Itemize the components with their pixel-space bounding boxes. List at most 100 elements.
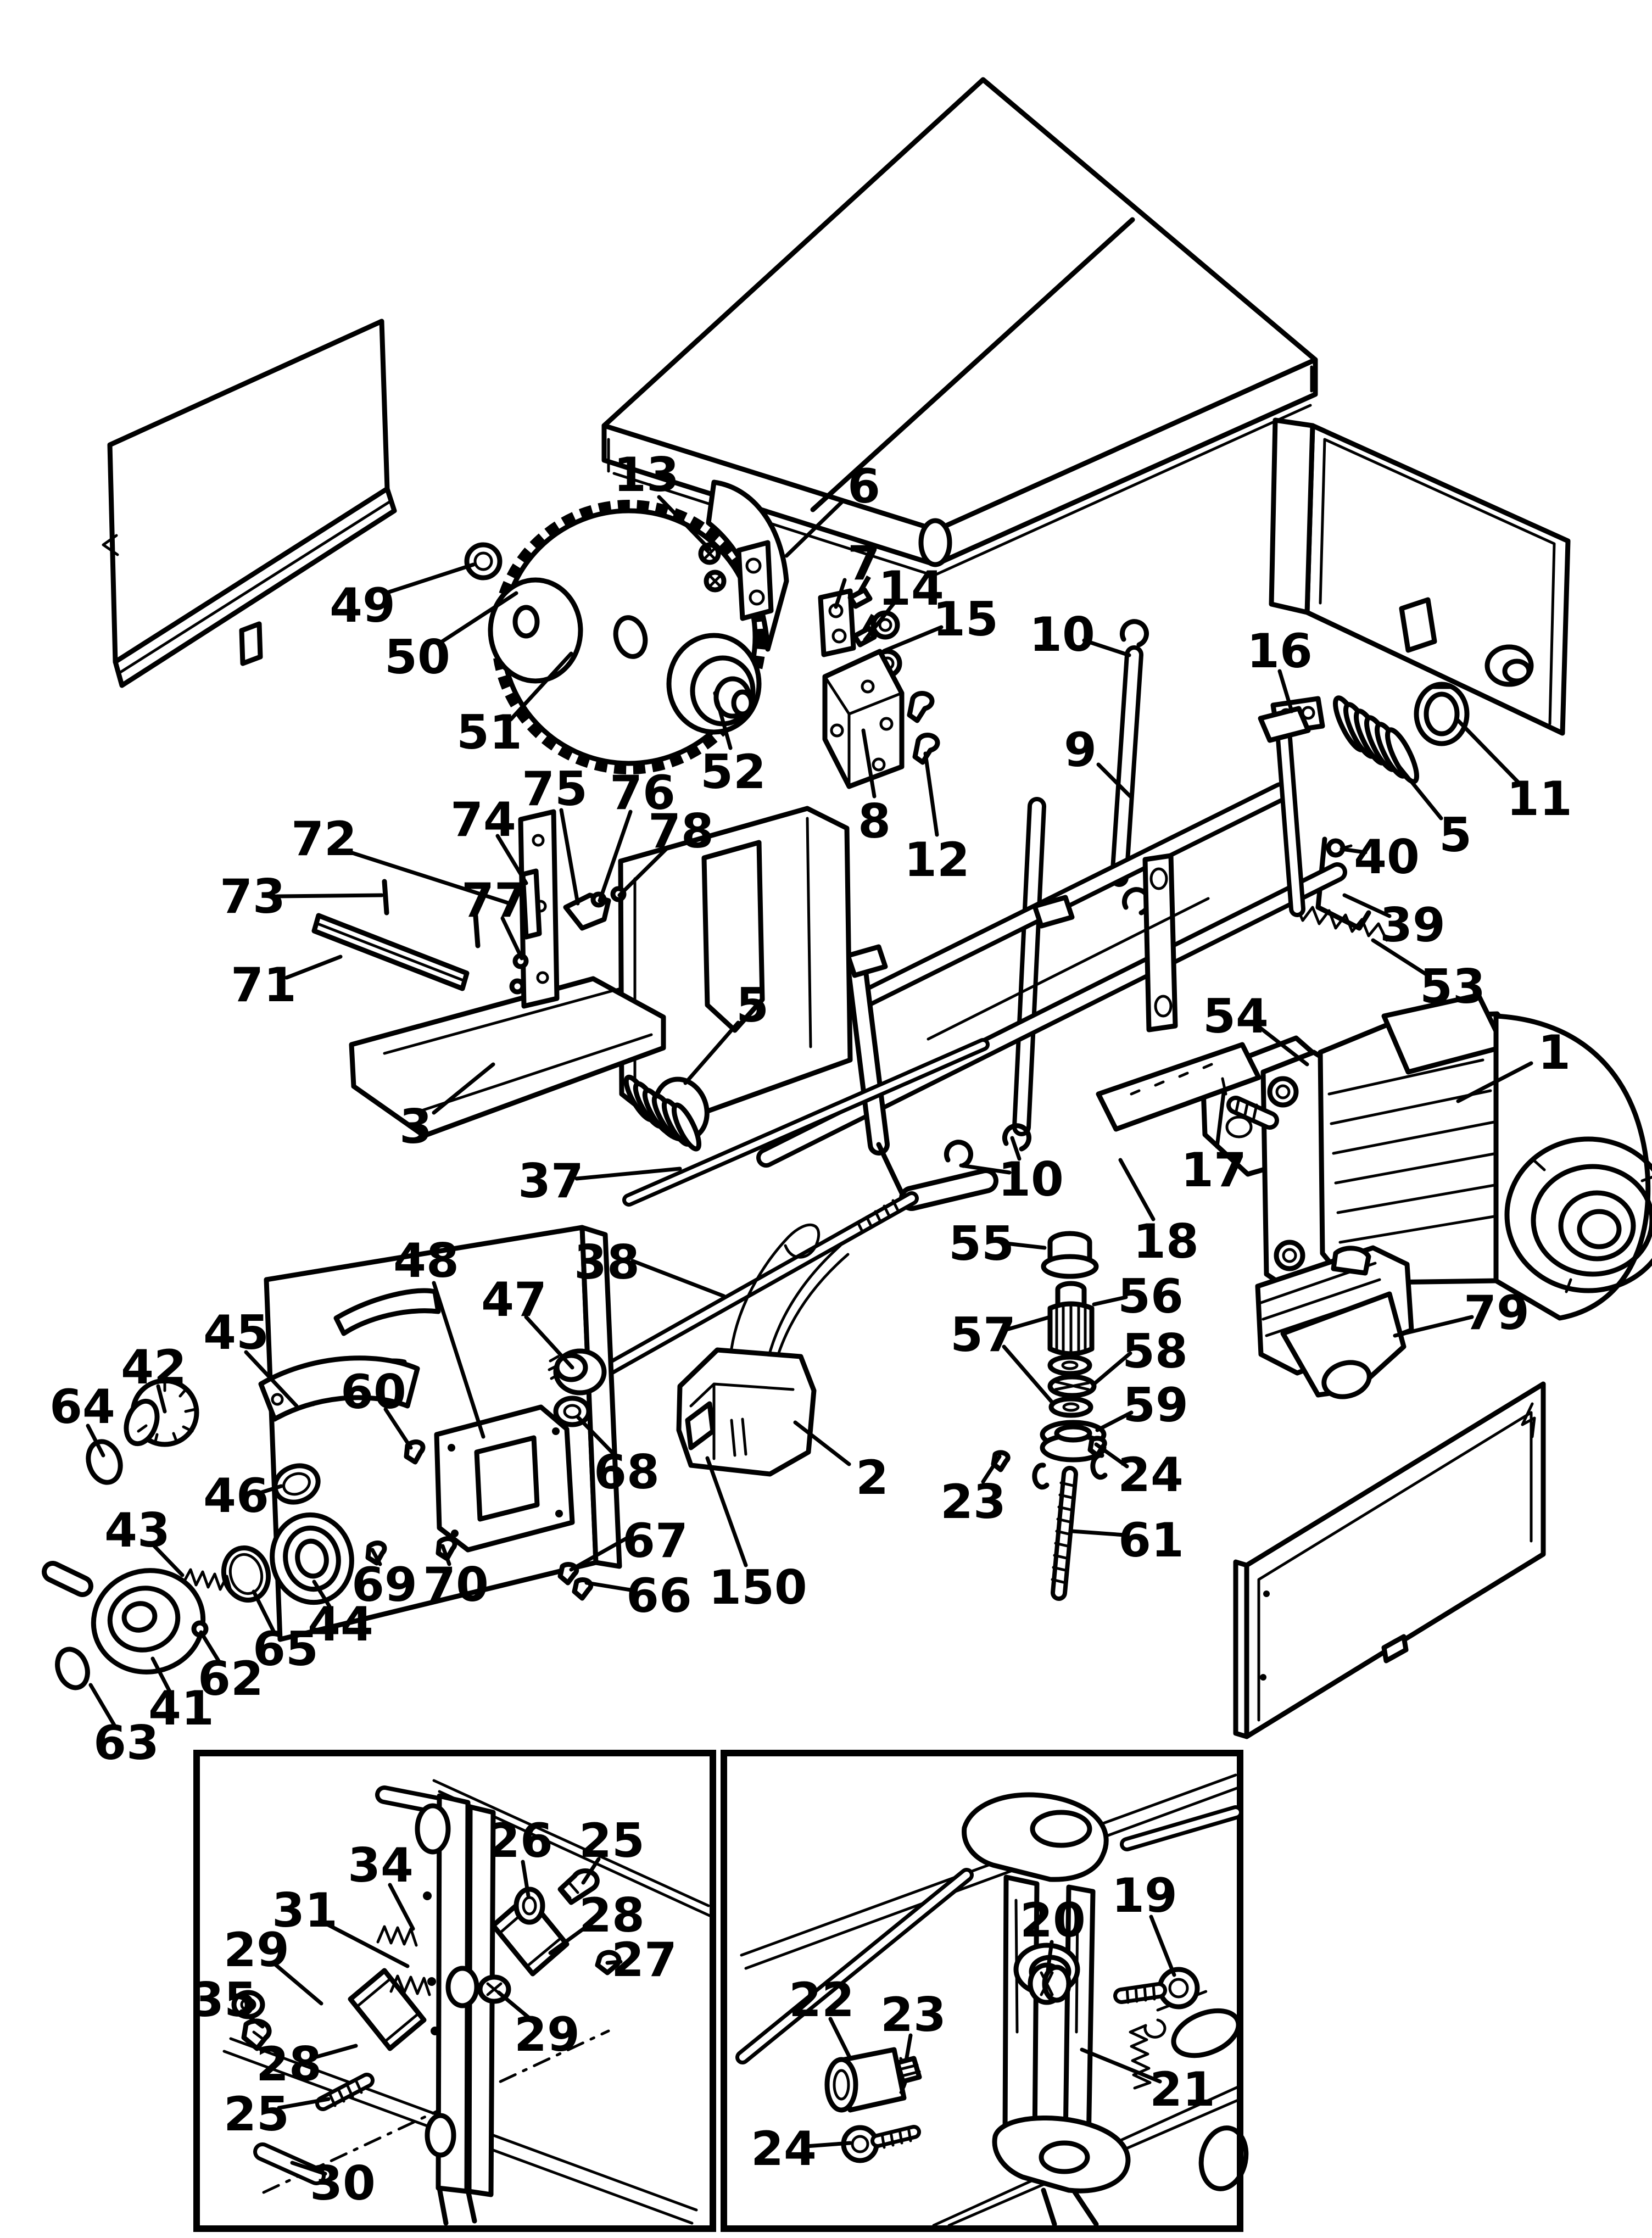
handwheel-41 (42, 1561, 206, 1675)
part-label-48: 48 (393, 1234, 459, 1288)
oring-65 (221, 1545, 271, 1603)
leader-line-2 (793, 1420, 851, 1466)
part-label-20: 20 (1020, 1893, 1086, 1948)
capacitor-79 (1255, 1245, 1414, 1399)
part-label-30: 30 (310, 2156, 376, 2211)
leader-line-58 (1092, 1351, 1132, 1386)
part-label-38: 38 (574, 1235, 640, 1290)
inset-right (721, 1750, 1249, 2232)
leader-line-20 (1046, 1940, 1054, 1973)
leader-line-10 (959, 1163, 1012, 1175)
spring-21 (1129, 2024, 1152, 2090)
leader-line-64 (86, 1424, 105, 1458)
leader-line-73 (275, 893, 384, 898)
bracket-8-group (822, 649, 940, 789)
part-label-10: 10 (1029, 607, 1095, 662)
part-label-23: 23 (940, 1475, 1006, 1530)
hand-slot (333, 1288, 441, 1336)
pin-30 (253, 2142, 326, 2185)
leader-line-8 (861, 728, 877, 799)
part-label-40: 40 (1354, 830, 1420, 885)
leader-line-65 (252, 1589, 276, 1633)
part-label-62: 62 (198, 1651, 264, 1706)
leader-line-29 (496, 1990, 534, 2022)
washer-57a (1047, 1354, 1092, 1376)
part-label-76: 76 (610, 766, 676, 821)
pin-17 (1221, 1077, 1227, 1096)
base-assembly (311, 806, 853, 1152)
leader-line-150 (705, 1456, 748, 1567)
strip-74 (520, 868, 542, 940)
part-label-31: 31 (272, 1883, 338, 1938)
leader-line-35 (239, 2009, 265, 2029)
leader-line-16 (1277, 669, 1294, 713)
part-label-43: 43 (104, 1503, 170, 1558)
c-clip (1119, 619, 1149, 648)
part-label-70: 70 (423, 1558, 489, 1612)
bolt-19 (1113, 1967, 1200, 2010)
part-label-11: 11 (1506, 772, 1572, 827)
part-label-49: 49 (330, 578, 395, 633)
part-label-19: 19 (1112, 1868, 1177, 1923)
leader-line-79 (1393, 1315, 1474, 1338)
part-label-24: 24 (751, 2122, 817, 2176)
left-side-panel (102, 319, 397, 688)
rods-group (944, 619, 1151, 1168)
leader-line-29 (272, 1962, 323, 2006)
blade-slot (701, 840, 765, 1033)
part-label-17: 17 (1181, 1143, 1247, 1198)
leader-line-34 (388, 1883, 415, 1931)
base-plate (349, 976, 666, 1138)
leader-line-57 (1006, 1315, 1052, 1331)
part-label-24: 24 (1118, 1448, 1184, 1503)
inset-left-border (193, 1750, 716, 2232)
leader-line-7 (834, 578, 847, 609)
spring-31 (389, 1974, 431, 1996)
leader-line-62 (199, 1630, 221, 1663)
part-label-29: 29 (514, 2007, 580, 2062)
part-label-28: 28 (256, 2037, 322, 2092)
part-label-55: 55 (948, 1216, 1014, 1271)
clamp-band (1280, 1291, 1407, 1398)
part-label-26: 26 (487, 1813, 553, 1868)
spring-34 (376, 1925, 418, 1947)
saw-blade-group (464, 500, 766, 774)
leader-line-70 (440, 1544, 451, 1566)
part-label-65: 65 (253, 1622, 319, 1677)
leader-line-26 (521, 1860, 531, 1898)
leader-line-39 (1342, 893, 1392, 918)
pin-73 (382, 879, 389, 916)
leader-line-66 (584, 1581, 636, 1593)
part-label-28: 28 (579, 1888, 645, 1943)
part-label-25: 25 (224, 2087, 289, 2142)
part-label-23: 23 (880, 1988, 946, 2042)
leader-line-76 (598, 810, 633, 903)
leader-line-31 (323, 1921, 410, 1968)
cable (729, 1223, 821, 1358)
part-label-12: 12 (904, 833, 970, 888)
leader-line-61 (1070, 1529, 1127, 1537)
leader-line-25 (277, 2097, 331, 2110)
part-label-42: 42 (121, 1340, 187, 1395)
part-label-75: 75 (522, 762, 588, 817)
part-label-34: 34 (348, 1838, 414, 1893)
part-label-150: 150 (708, 1560, 807, 1615)
part-label-74: 74 (450, 792, 516, 847)
leader-line-1 (1456, 1061, 1533, 1103)
part-label-41: 41 (148, 1681, 214, 1736)
pin (473, 913, 481, 948)
leader-line-43 (150, 1542, 185, 1577)
part-label-66: 66 (626, 1569, 692, 1623)
leader-line-45 (244, 1350, 299, 1408)
clip (1032, 1463, 1050, 1490)
part-label-2: 2 (856, 1450, 889, 1505)
part-label-21: 21 (1149, 2062, 1215, 2117)
leader-line-17 (1215, 1091, 1226, 1149)
part-label-37: 37 (518, 1154, 584, 1209)
leader-line-75 (559, 808, 580, 906)
elevation-column (991, 1231, 1108, 1601)
flex-hose-right (1333, 695, 1419, 784)
part-label-69: 69 (351, 1558, 417, 1612)
leader-line-21 (1080, 2047, 1162, 2084)
